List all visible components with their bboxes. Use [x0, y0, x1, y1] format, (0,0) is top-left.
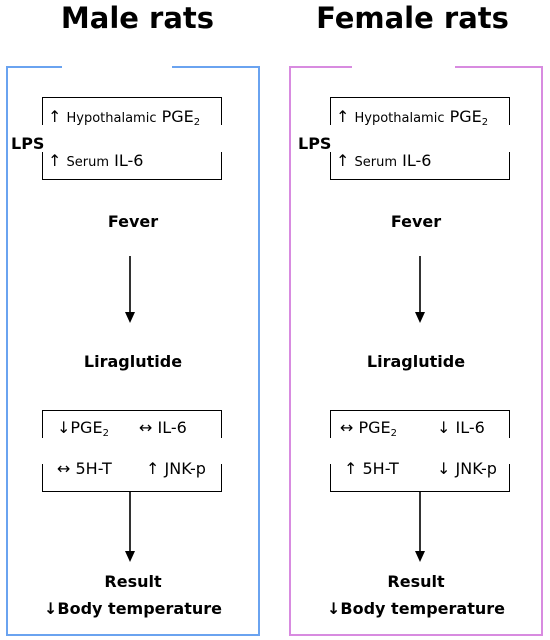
- arrow-icon: ↑: [48, 107, 62, 126]
- arrow-icon: ↑: [48, 151, 62, 170]
- fever-label: Fever: [390, 212, 442, 231]
- lps-label: LPS: [298, 134, 332, 153]
- lps-box-top-bracket: [330, 97, 510, 125]
- panel-title: Female rats: [316, 1, 509, 35]
- down-arrow-icon: [415, 256, 425, 323]
- effect-pge2: ↓PGE2: [57, 418, 109, 439]
- lps-box-bottom-bracket: [330, 152, 510, 180]
- effect-il6: ↔ IL-6: [139, 418, 187, 437]
- result-value: ↓Body temperature: [327, 599, 505, 618]
- panel-top-edge-left: [6, 66, 62, 68]
- panel-title: Male rats: [60, 1, 215, 35]
- down-arrow-icon: [415, 491, 425, 562]
- panel-border: [289, 66, 543, 636]
- effect-jnkp: ↓ JNK-p: [437, 459, 497, 478]
- arrow-icon: ↓: [437, 418, 451, 437]
- down-arrow-icon: [125, 491, 135, 562]
- effect-box-bottom-bracket: [42, 464, 222, 492]
- arrow-icon: ↑: [344, 459, 358, 478]
- lps-box-bottom-bracket: [42, 152, 222, 180]
- arrow-icon: ↔: [139, 418, 153, 437]
- effect-pge2: ↔ PGE2: [340, 418, 398, 439]
- drug-label: Liraglutide: [366, 352, 466, 371]
- arrow-icon: ↑: [336, 151, 350, 170]
- lps-box-top-bracket: [42, 97, 222, 125]
- fever-label: Fever: [107, 212, 159, 231]
- result-label: Result: [387, 572, 445, 591]
- arrow-icon: ↔: [340, 418, 354, 437]
- arrow-icon: ↑: [336, 107, 350, 126]
- arrow-icon: ↓: [57, 418, 71, 437]
- lps-row-hypothalamic: ↑ Hypothalamic PGE2: [48, 107, 201, 128]
- effect-5ht: ↔ 5H-T: [57, 459, 112, 478]
- effect-5ht: ↑ 5H-T: [344, 459, 399, 478]
- lps-row-serum: ↑ Serum IL-6: [336, 151, 432, 170]
- panel-border: [6, 66, 260, 636]
- lps-row-hypothalamic: ↑ Hypothalamic PGE2: [336, 107, 489, 128]
- drug-label: Liraglutide: [83, 352, 183, 371]
- effect-il6: ↓ IL-6: [437, 418, 485, 437]
- panel-top-edge-right: [455, 66, 543, 68]
- result-label: Result: [104, 572, 162, 591]
- arrow-icon: ↑: [146, 459, 160, 478]
- arrow-icon: ↔: [57, 459, 71, 478]
- effect-jnkp: ↑ JNK-p: [146, 459, 206, 478]
- lps-label: LPS: [11, 134, 45, 153]
- effect-box-top-bracket: [330, 410, 510, 438]
- panel-top-edge-left: [289, 66, 352, 68]
- down-arrow-icon: [125, 256, 135, 323]
- effect-box-top-bracket: [42, 410, 222, 438]
- result-value: ↓Body temperature: [44, 599, 222, 618]
- panel-top-edge-right: [172, 66, 260, 68]
- arrow-icon: ↓: [437, 459, 451, 478]
- lps-row-serum: ↑ Serum IL-6: [48, 151, 144, 170]
